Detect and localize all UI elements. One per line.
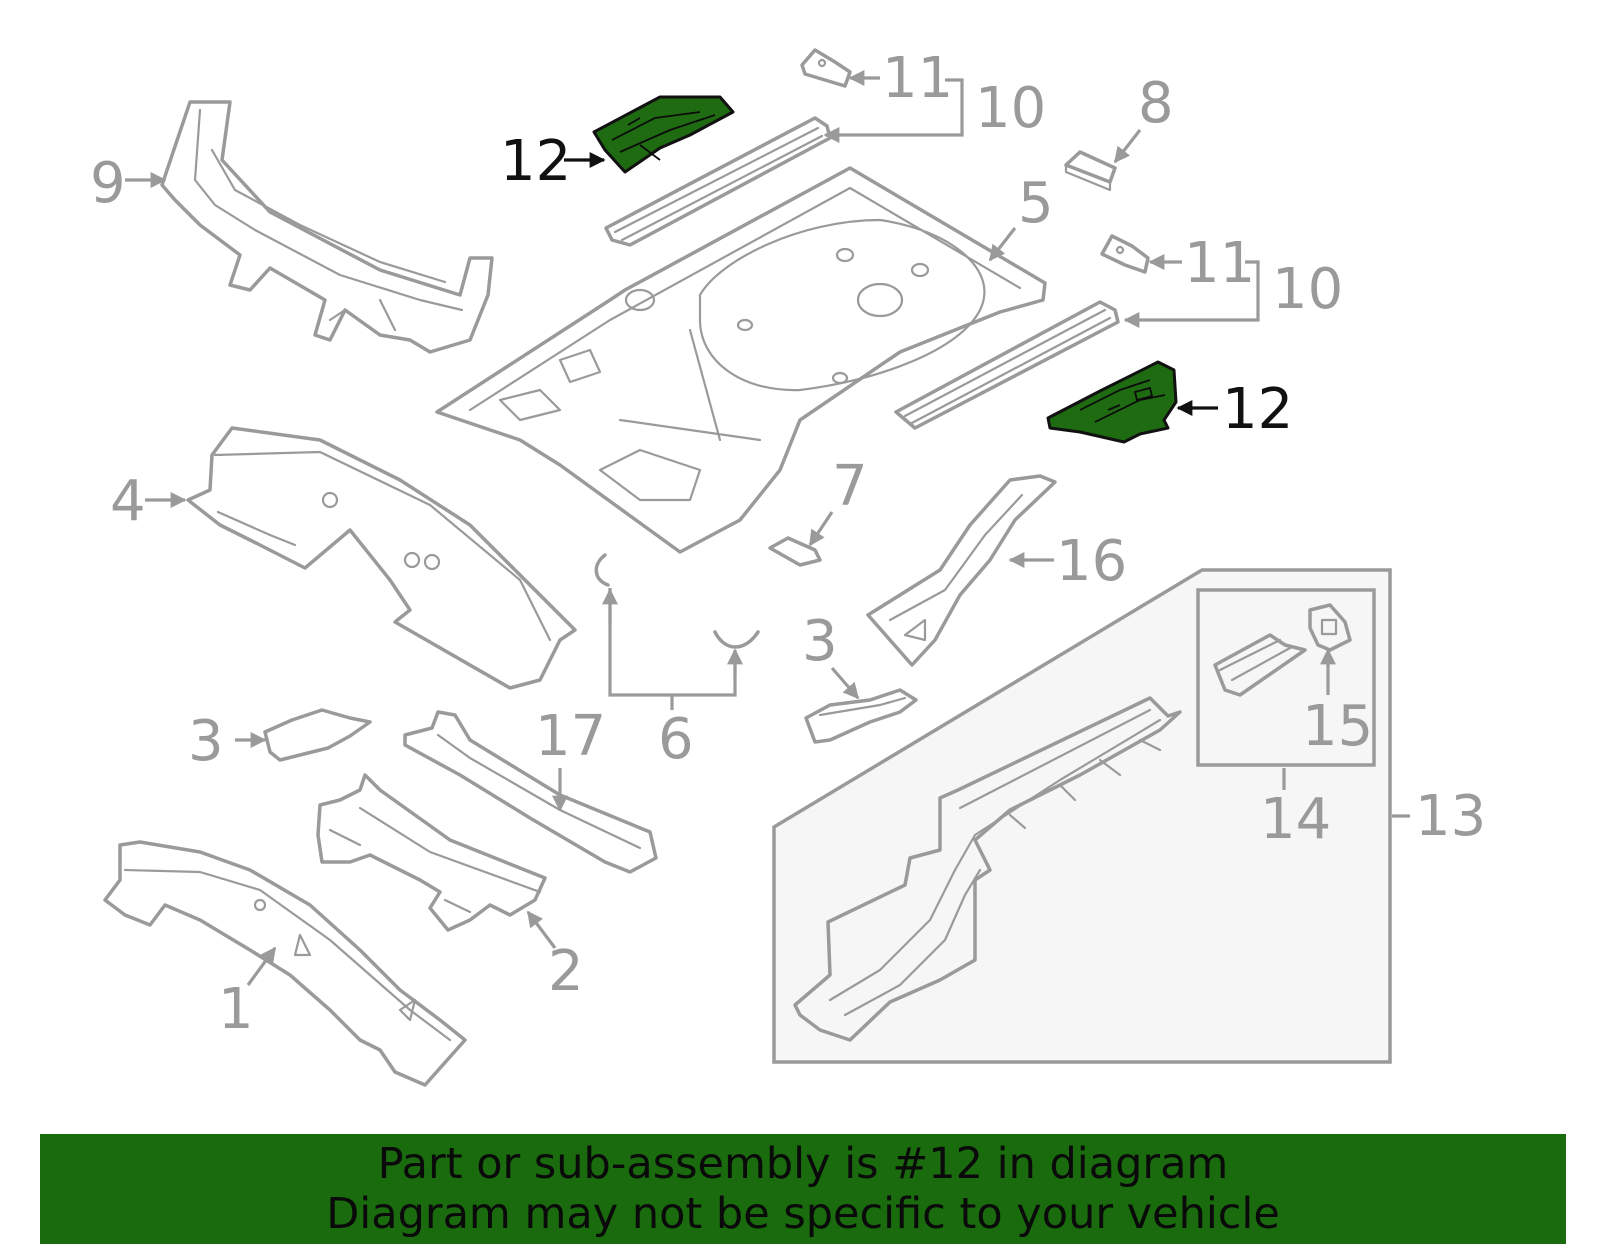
part-5-floor-pan: [435, 166, 1047, 554]
leader-lines: [125, 70, 1410, 986]
part-6-arcs: [594, 553, 760, 649]
part-10-lower-rail: [894, 300, 1120, 430]
part-11-upper-bracket: [800, 48, 852, 88]
notice-banner: Part or sub-assembly is #12 in diagram D…: [40, 1134, 1566, 1244]
callout-11-upper: 11: [882, 46, 953, 111]
part-13-assembly-box: [772, 568, 1392, 1064]
callout-10-upper: 10: [975, 76, 1046, 141]
part-9-crossmember: [160, 100, 494, 354]
callout-13: 13: [1415, 784, 1486, 849]
callout-11-lower: 11: [1184, 231, 1255, 296]
part-1-member: [103, 840, 467, 1087]
part-12-lower-highlighted[interactable]: [1046, 360, 1178, 444]
callout-1: 1: [218, 977, 254, 1042]
part-17-member: [403, 710, 658, 874]
callout-17: 17: [535, 704, 606, 769]
callout-10-lower: 10: [1272, 257, 1343, 322]
part-7-bracket: [768, 536, 822, 567]
part-2-member: [316, 773, 547, 932]
callout-12-lower: 12: [1222, 377, 1293, 442]
part-4-panel: [186, 426, 577, 690]
callout-2: 2: [548, 939, 584, 1004]
callout-9: 9: [90, 151, 126, 216]
callout-3-left: 3: [188, 709, 224, 774]
part-3-left-bracket: [263, 708, 372, 762]
banner-line-1: Part or sub-assembly is #12 in diagram: [377, 1139, 1229, 1189]
part-16-member: [866, 474, 1057, 667]
callout-12-upper: 12: [500, 129, 571, 194]
callout-labels: 9 12 11 10 8 5 11 10 12 4 7 16 3 3 17 6 …: [90, 46, 1486, 1042]
part-12-upper-highlighted[interactable]: [592, 95, 735, 174]
part-11-lower-bracket: [1100, 234, 1150, 274]
callout-4: 4: [110, 469, 146, 534]
callout-16: 16: [1056, 529, 1127, 594]
part-8-block: [1064, 150, 1117, 192]
callout-6: 6: [658, 707, 694, 772]
callout-15: 15: [1302, 694, 1373, 759]
callout-3-right: 3: [802, 609, 838, 674]
callout-8: 8: [1138, 71, 1174, 136]
banner-line-2: Diagram may not be specific to your vehi…: [326, 1189, 1280, 1239]
callout-5: 5: [1018, 171, 1054, 236]
callout-14: 14: [1260, 787, 1331, 852]
callout-7: 7: [832, 454, 868, 519]
part-3-right-bracket: [804, 688, 918, 744]
